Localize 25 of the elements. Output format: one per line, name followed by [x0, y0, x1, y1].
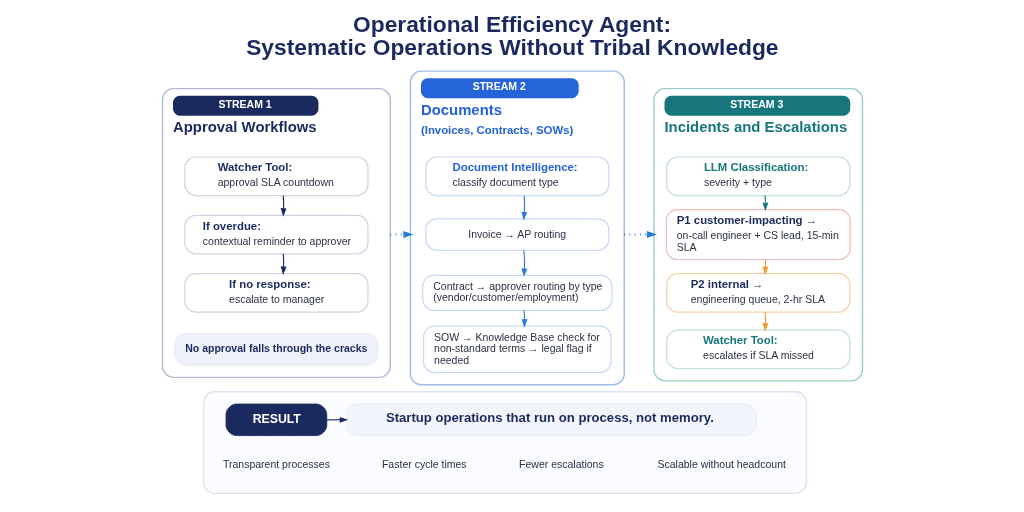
arrow: [622, 231, 657, 239]
node-box: Startup operations that run on process, not memory.: [345, 403, 757, 437]
node-box: Contract → approver routing by type (vendor/customer/employment): [421, 274, 613, 311]
node-box: LLM Classification: severity + type: [665, 156, 850, 197]
node-box: No approval falls through the cracks: [173, 333, 378, 366]
node-box: Watcher Tool: escalates if SLA missed: [665, 329, 850, 370]
label: Fewer escalations: [518, 458, 604, 471]
node-box: Document Intelligence: classify document type: [424, 156, 609, 197]
node-box: If no response: escalate to manager: [183, 272, 369, 313]
label: Transparent processes: [222, 458, 330, 471]
node-box: P1 customer-impacting → on-call engineer + CS lead, 15-min SLA: [665, 208, 851, 261]
node-box: If overdue: contextual reminder to approver: [183, 214, 369, 255]
node-box: SOW → Knowledge Base check for non-standard terms → legal flag if needed: [422, 325, 612, 374]
arrow: [762, 195, 768, 212]
arrow: [521, 250, 527, 277]
label: Scalable without headcount: [656, 458, 786, 471]
node-box: Invoice → AP routing: [424, 218, 609, 251]
diagram-title: Operational Efficiency Agent: Systematic Operations Without Tribal Knowledge: [245, 11, 779, 61]
node-box: Watcher Tool: approval SLA countdown: [183, 156, 369, 197]
node-box: P2 internal → engineering queue, 2-hr SLA: [665, 272, 850, 313]
arrow: [762, 311, 768, 332]
arrow: [521, 309, 527, 328]
node-box: RESULT: [225, 403, 327, 437]
cluster: [202, 391, 807, 495]
label: Faster cycle times: [381, 458, 467, 471]
